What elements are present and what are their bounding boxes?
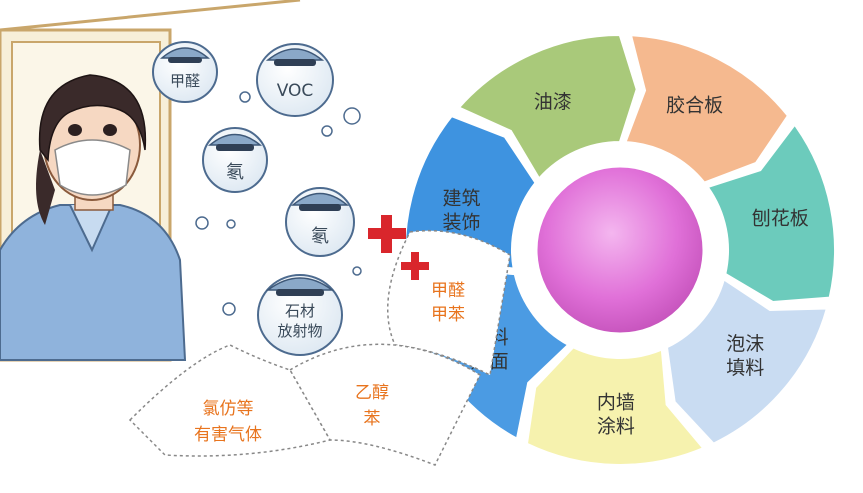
bubble-stone-radiation: 石材 放射物 bbox=[257, 274, 343, 356]
wheel-label-1-a: 油漆 bbox=[534, 91, 572, 113]
materials-wheel: 油漆胶合板刨花板泡沫填料内墙涂料塑料贴面建筑装饰 bbox=[404, 33, 836, 466]
bubble-label-stone-2: 放射物 bbox=[277, 322, 322, 340]
bubble-label-formaldehyde: 甲醛 bbox=[170, 72, 200, 90]
petal-label-1b: 甲苯 bbox=[431, 305, 465, 325]
bubble-radon-2: 氡 bbox=[285, 187, 355, 257]
petal-label-3a: 氯仿等 bbox=[203, 399, 254, 419]
wheel-segment-3 bbox=[706, 123, 836, 304]
petal-chloroform bbox=[128, 344, 332, 457]
bubble-label-stone-1: 石材 bbox=[285, 302, 315, 320]
bubble-label-voc: VOC bbox=[277, 81, 314, 101]
petal-label-2b: 苯 bbox=[364, 409, 381, 429]
petal-label-3b: 有害气体 bbox=[194, 425, 262, 445]
wheel-label-5-a: 内墙 bbox=[597, 391, 635, 413]
wheel-label-7-b: 装饰 bbox=[443, 212, 481, 234]
wheel-segment-1 bbox=[457, 33, 638, 181]
wheel-label-4-a: 泡沫 bbox=[726, 333, 764, 355]
wheel-segment-2 bbox=[624, 34, 790, 184]
masked-woman-figure bbox=[0, 74, 187, 361]
wheel-label-3-a: 刨花板 bbox=[752, 208, 809, 230]
bubble-voc: VOC bbox=[256, 43, 334, 117]
wheel-label-7-a: 建筑 bbox=[443, 188, 481, 210]
bubble-radon-1: 氡 bbox=[202, 127, 268, 193]
bubble-formaldehyde: 甲醛 bbox=[152, 41, 218, 103]
wheel-segment-4 bbox=[665, 277, 829, 445]
wheel-segment-5 bbox=[525, 346, 705, 466]
petal-label-1a: 甲醛 bbox=[431, 281, 465, 301]
wheel-label-4-b: 填料 bbox=[726, 357, 764, 379]
petal-ethanol-benzene bbox=[288, 343, 481, 466]
petal-label-2a: 乙醇 bbox=[355, 383, 389, 403]
wheel-label-5-b: 涂料 bbox=[597, 415, 635, 437]
petal-labels: 甲醛 甲苯 乙醇 苯 氯仿等 有害气体 bbox=[194, 281, 465, 445]
plus-icon-small bbox=[401, 252, 429, 280]
wheel-hub bbox=[534, 164, 706, 336]
bubble-label-radon-2: 氡 bbox=[311, 226, 329, 247]
plus-icon-large bbox=[368, 215, 406, 253]
bubble-label-radon-1: 氡 bbox=[226, 162, 244, 183]
wheel-label-2-a: 胶合板 bbox=[666, 95, 723, 117]
